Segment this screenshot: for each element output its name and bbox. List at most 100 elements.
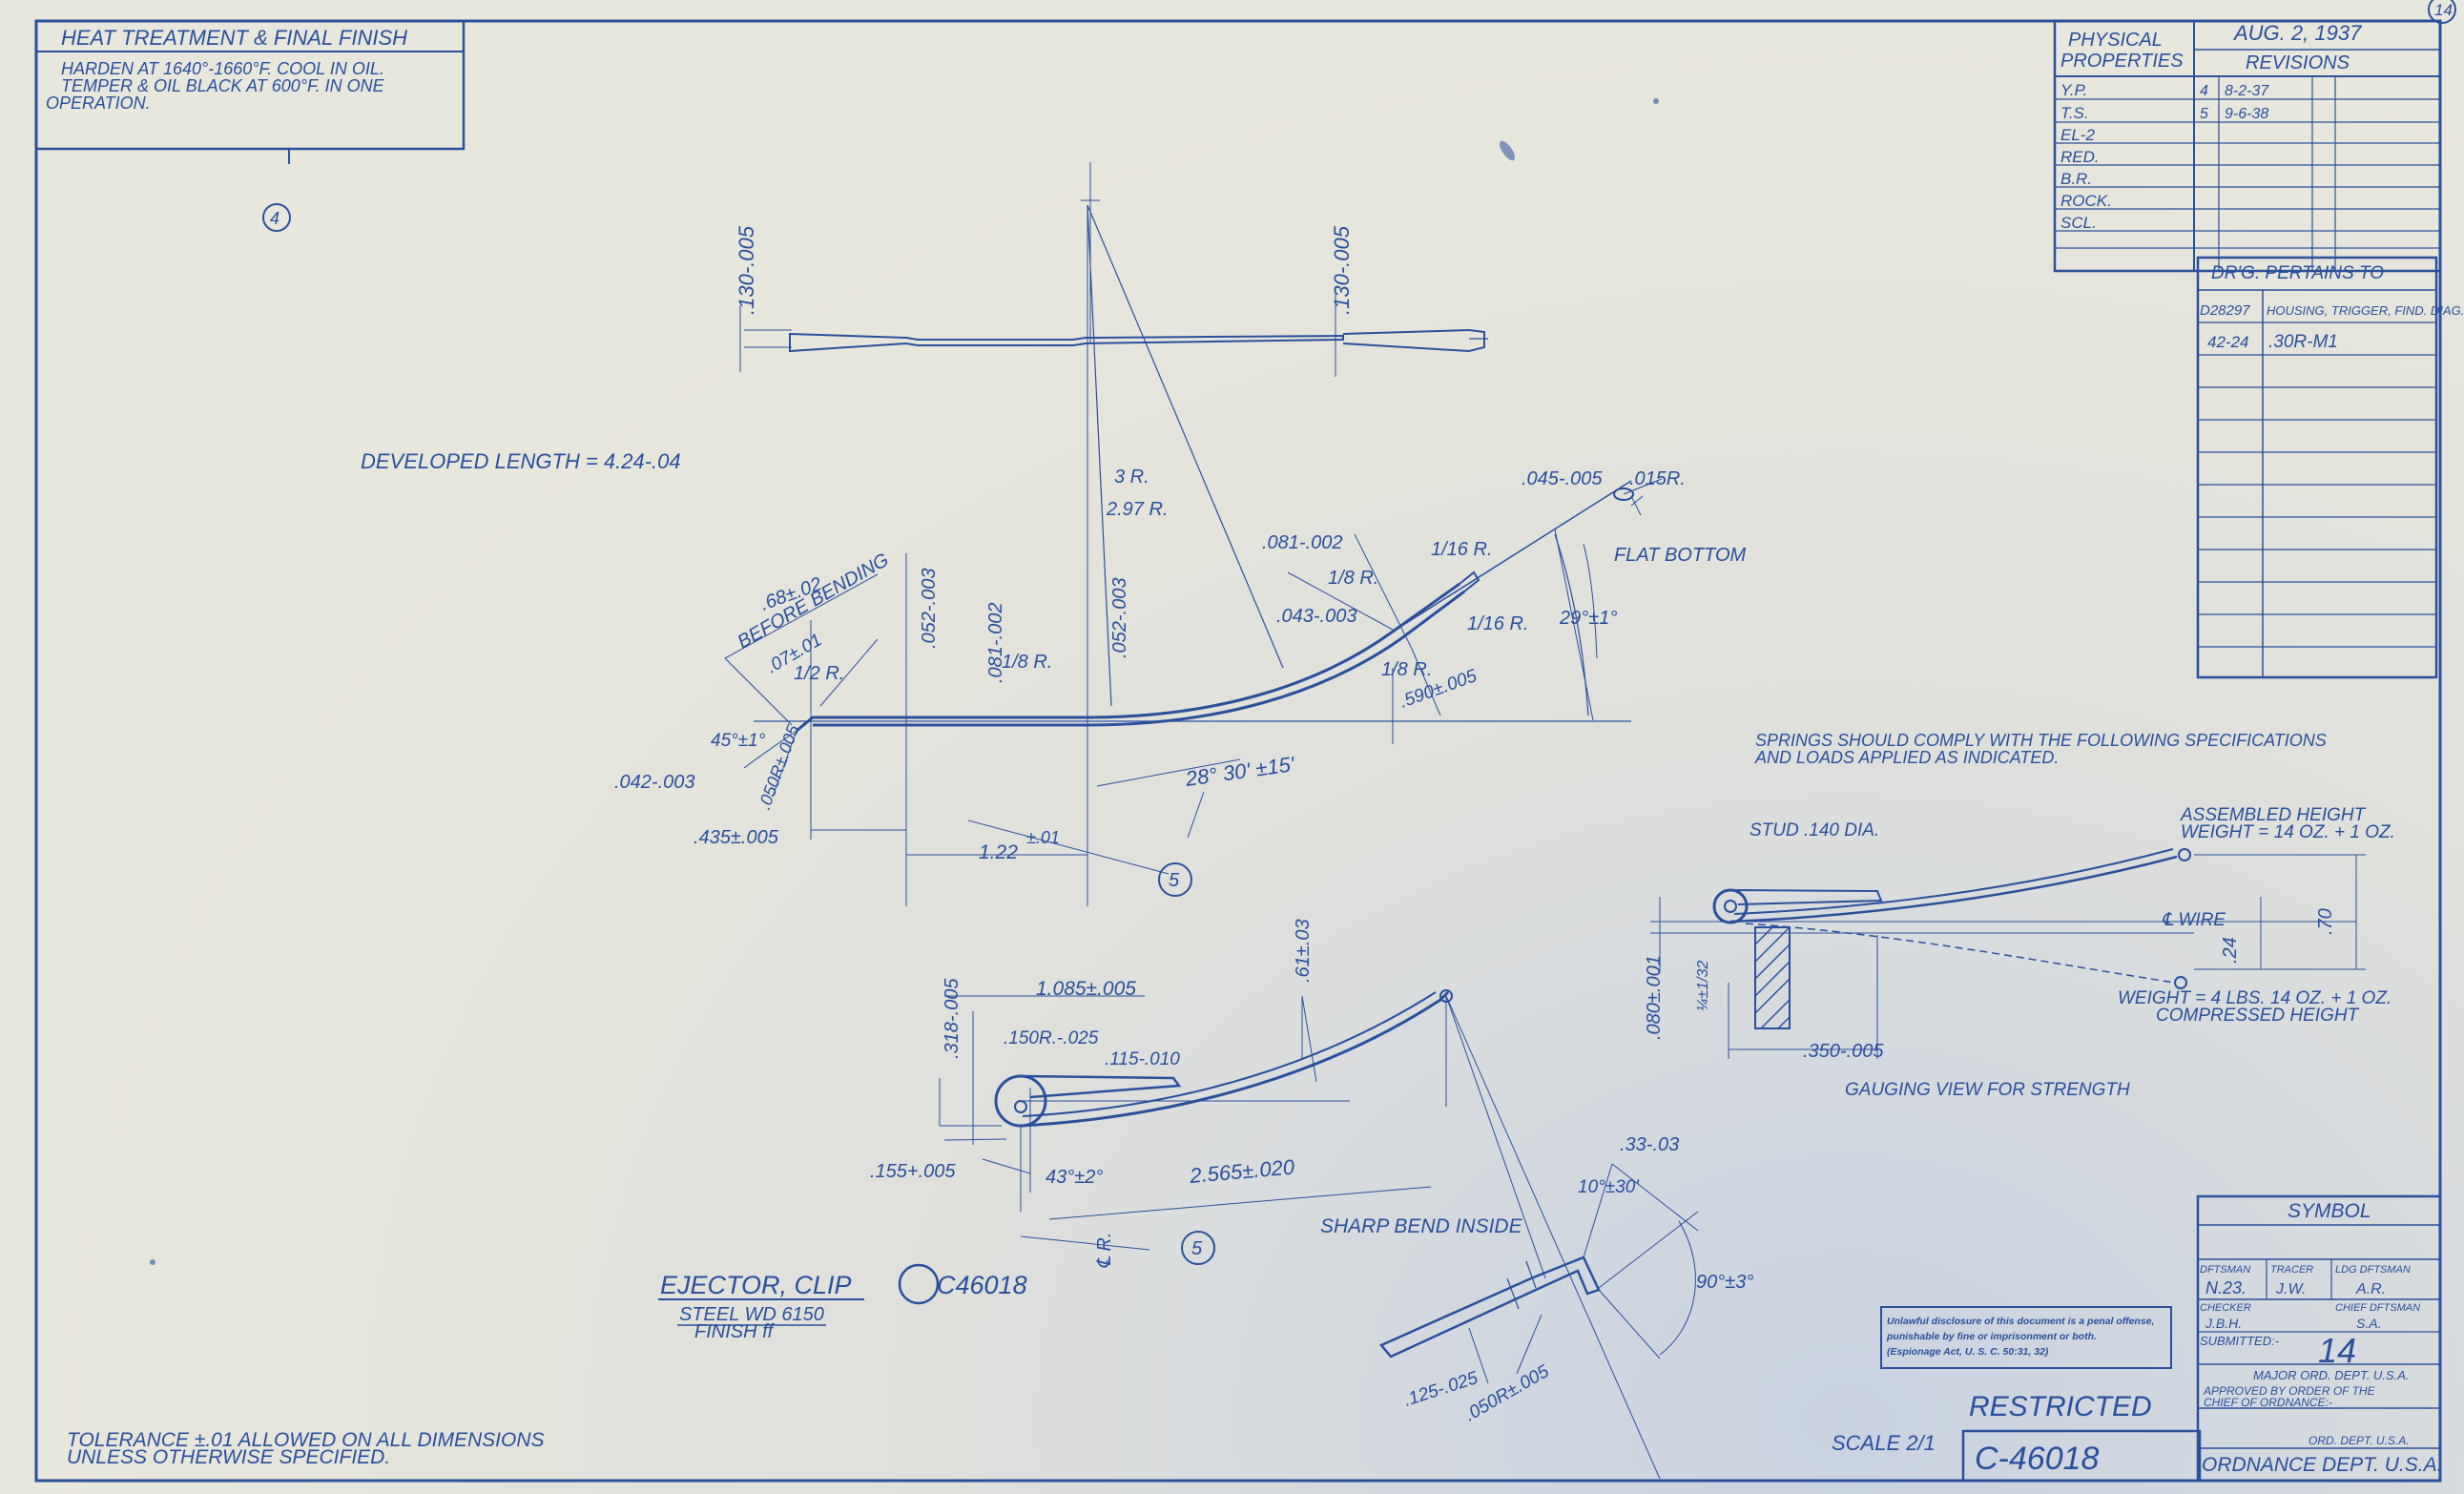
draftsman-value: N.23.	[2205, 1278, 2247, 1297]
pertains-row1-desc: HOUSING, TRIGGER, FIND. DIAG.	[2267, 303, 2464, 318]
dim-318: .318-.005	[942, 978, 963, 1059]
dim-045: .045-.005	[1522, 468, 1603, 489]
draftsman-label: DFTSMAN	[2200, 1264, 2250, 1276]
dim-043: .043-.003	[1276, 606, 1357, 627]
dim-116r-b: 1/16 R.	[1467, 613, 1528, 634]
title-block: SYMBOL DFTSMAN N.23. TRACER J.W. LDG DFT…	[2196, 1194, 2442, 1483]
prop-scl: SCL.	[2060, 214, 2097, 232]
dim-350: .350-.005	[1803, 1041, 1884, 1062]
height-24: .24	[2220, 937, 2241, 964]
stud-label: STUD .140 DIA.	[1750, 820, 1879, 840]
espionage-line1: Unlawful disclosure of this document is …	[1887, 1316, 2155, 1327]
ink-dot	[1653, 98, 1659, 104]
pertains-header: DR'G. PERTAINS TO	[2211, 263, 2384, 283]
approved-line1: APPROVED BY ORDER OF THE	[2203, 1384, 2376, 1398]
revision-mark-5b: 5	[1191, 1238, 1203, 1259]
prop-red: RED.	[2060, 148, 2100, 166]
revisions-header: REVISIONS	[2246, 52, 2350, 73]
espionage-line3: (Espionage Act, U. S. C. 50:31, 32)	[1887, 1346, 2049, 1358]
dim-18r-a: 1/8 R.	[1328, 568, 1378, 589]
dim-3r: 3 R.	[1114, 467, 1149, 488]
ldg-draftsman-label: LDG DFTSMAN	[2335, 1264, 2411, 1276]
dim-115: .115-.010	[1105, 1049, 1180, 1069]
revision-1-date: 8-2-37	[2225, 83, 2269, 99]
ink-speck	[1499, 140, 1516, 161]
heat-treatment-box: HEAT TREATMENT & FINAL FINISH HARDEN AT …	[34, 19, 466, 151]
clip-front-view: 1.085±.005 .61±.03 .318-.005 .150R.-.025…	[870, 919, 1661, 1480]
angle-29: 29°±1°	[1559, 608, 1617, 629]
dim-12r: 1/2 R.	[794, 663, 844, 684]
compressed-weight: WEIGHT = 4 LBS. 14 OZ. + 1 OZ.	[2118, 988, 2392, 1008]
scale-label: SCALE 2/1	[1832, 1431, 1936, 1455]
dim-18r-c: 1/8 R.	[1002, 652, 1052, 673]
dim-435: .435±.005	[694, 827, 779, 848]
assembled-weight: WEIGHT = 14 OZ. + 1 OZ.	[2181, 822, 2395, 842]
angle-28: 28° 30' ±15'	[1183, 752, 1296, 791]
approved-line2: CHIEF OF ORDNANCE:-	[2204, 1396, 2332, 1409]
dim-18r-b: 1/8 R.	[1381, 659, 1432, 680]
tolerance-line1: TOLERANCE ±.01 ALLOWED ON ALL DIMENSIONS	[67, 1429, 545, 1451]
heat-treatment-line1: HARDEN AT 1640°-1660°F. COOL IN OIL.	[61, 59, 384, 78]
wire-centerline: ℄ WIRE	[2162, 910, 2226, 930]
prop-ts: T.S.	[2060, 104, 2089, 122]
gauging-label: GAUGING VIEW FOR STRENGTH	[1845, 1080, 2130, 1100]
phys-header-1: PHYSICAL	[2068, 30, 2163, 51]
flat-bottom: FLAT BOTTOM	[1614, 545, 1746, 566]
developed-length: DEVELOPED LENGTH = 4.24-.04	[361, 449, 681, 473]
prop-yp: Y.P.	[2060, 81, 2087, 99]
dim-052-b: .052-.003	[1109, 577, 1130, 658]
prop-el2: EL-2	[2060, 126, 2095, 144]
pertains-row2-dwg: 42-24	[2207, 333, 2248, 351]
dim-155: .155+.005	[870, 1161, 956, 1182]
ord-dept-small: ORD. DEPT. U.S.A.	[2309, 1434, 2410, 1447]
heat-treatment-line3: OPERATION.	[46, 93, 151, 113]
part-number: C46018	[937, 1271, 1027, 1299]
dim-150r: .150R.-.025	[1004, 1028, 1099, 1048]
angle-43: 43°±2°	[1046, 1167, 1103, 1188]
dim-081: .081-.002	[1262, 532, 1343, 553]
chief-draftsman-label: CHIEF DFTSMAN	[2335, 1302, 2420, 1314]
angle-45: 45°±1°	[711, 731, 766, 751]
height-70: .70	[2315, 908, 2336, 935]
assembled-height: ASSEMBLED HEIGHT	[2180, 805, 2367, 825]
revision-mark-5a-circle	[1158, 862, 1192, 897]
dim-2565: 2.565±.020	[1188, 1154, 1295, 1188]
drawing-number: C-46018	[1975, 1441, 2100, 1477]
heat-treatment-title: HEAT TREATMENT & FINAL FINISH	[61, 26, 407, 50]
part-title: EJECTOR, CLIP STEEL WD 6150 FINISH ff C4…	[658, 1263, 1027, 1342]
part-finish: FINISH ff	[694, 1321, 776, 1342]
tolerance-line2: UNLESS OTHERWISE SPECIFIED.	[67, 1446, 390, 1468]
dim-116r-a: 1/16 R.	[1431, 539, 1492, 560]
phys-header-2: PROPERTIES	[2060, 51, 2184, 72]
major-ord-dept: MAJOR ORD. DEPT. U.S.A.	[2253, 1368, 2410, 1382]
drawing-number-box: C-46018	[1961, 1429, 2202, 1483]
pertains-to-table: DR'G. PERTAINS TO D28297 HOUSING, TRIGGE…	[2196, 256, 2464, 679]
dim-297r: 2.97 R.	[1106, 499, 1168, 520]
view-mark-circle	[262, 203, 291, 232]
part-material: STEEL WD 6150	[679, 1304, 824, 1325]
sharp-bend-detail: .33-.03 10°±30' SHARP BEND INSIDE 90°±3°…	[1320, 1134, 1753, 1425]
part-name: EJECTOR, CLIP	[660, 1271, 852, 1299]
dim-081-b: .081-.002	[985, 602, 1006, 683]
physical-properties-table: PHYSICAL PROPERTIES AUG. 2, 1937 REVISIO…	[2053, 19, 2442, 273]
dim-080: .080±.001	[1644, 955, 1665, 1040]
revision-mark-5a: 5	[1169, 870, 1180, 891]
checker-label: CHECKER	[2200, 1302, 2251, 1314]
gauging-view: SPRINGS SHOULD COMPLY WITH THE FOLLOWING…	[1644, 731, 2395, 1100]
dim-042: .042-.003	[614, 772, 695, 793]
sharp-bend-label: SHARP BEND INSIDE	[1320, 1215, 1523, 1237]
checker-value: J.B.H.	[2205, 1316, 2242, 1331]
angle-90: 90°±3°	[1696, 1272, 1753, 1293]
dim-052-a: .052-.003	[919, 568, 940, 649]
tracer-label: TRACER	[2270, 1264, 2313, 1276]
revision-2-no: 5	[2200, 106, 2208, 122]
spring-spec-line2: AND LOADS APPLIED AS INDICATED.	[1754, 748, 2059, 767]
dim-14: ¼±1/32	[1695, 961, 1711, 1011]
angle-10: 10°±30'	[1578, 1177, 1640, 1197]
thickness-view: .130-.005 .130-.005	[735, 162, 1488, 377]
part-number-circle	[898, 1263, 940, 1305]
drawing-date: AUG. 2, 1937	[2232, 21, 2362, 45]
revision-mark-5b-circle	[1181, 1231, 1215, 1265]
